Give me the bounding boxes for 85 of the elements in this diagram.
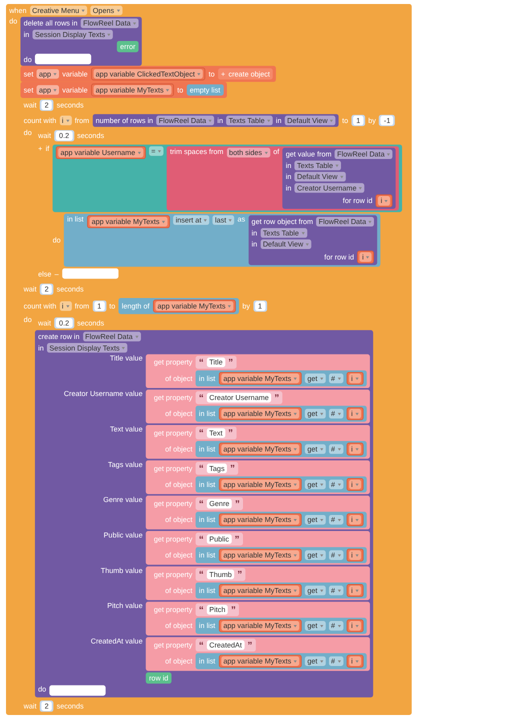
object-block	[146, 637, 370, 671]
quote-mark: “	[198, 358, 204, 366]
object-block	[146, 531, 370, 565]
callback-block	[116, 40, 139, 52]
object-block	[146, 460, 370, 494]
quote-mark: ”	[274, 394, 280, 402]
variable-block	[346, 478, 364, 491]
string-block	[196, 497, 244, 510]
variable-block	[90, 67, 206, 80]
variable-block	[357, 250, 374, 264]
quote-mark: ”	[228, 429, 233, 438]
list-block	[196, 653, 366, 670]
variable-block	[346, 372, 364, 385]
create-object-block	[218, 68, 274, 80]
quote-mark: “	[198, 464, 204, 472]
variable-block	[218, 584, 302, 597]
variable-block	[346, 407, 364, 420]
data-block	[282, 148, 396, 209]
list-block	[196, 476, 366, 492]
list-block	[196, 618, 366, 634]
object-block	[146, 424, 370, 459]
object-block	[146, 566, 370, 600]
list-block	[196, 441, 366, 458]
variable-block	[346, 442, 364, 456]
quote-mark: ”	[247, 641, 252, 650]
quote-mark: “	[198, 606, 204, 614]
variable-block	[346, 548, 364, 562]
list-block	[186, 84, 224, 96]
list-block	[196, 547, 366, 564]
list-block	[196, 582, 366, 598]
variable-block	[218, 619, 302, 632]
data-block	[248, 215, 378, 266]
data-block	[20, 16, 142, 66]
string-block	[196, 426, 236, 440]
variable-block	[86, 215, 170, 228]
text-block	[166, 146, 400, 210]
set-variable-block	[20, 82, 227, 98]
variable-block	[346, 654, 364, 668]
variable-block	[346, 584, 364, 597]
string-block	[196, 638, 256, 652]
variable-block	[152, 300, 236, 312]
string-block	[196, 603, 240, 616]
variable-block	[346, 513, 364, 526]
variable-block	[218, 407, 302, 420]
variable-block	[218, 478, 302, 491]
object-block	[146, 354, 370, 388]
quote-mark: “	[198, 535, 204, 544]
quote-mark: ”	[235, 500, 240, 508]
string-block	[196, 568, 246, 581]
list-block	[196, 370, 366, 386]
list-block	[196, 406, 366, 422]
quote-mark: “	[198, 500, 204, 508]
string-block	[196, 356, 236, 369]
data-block	[92, 114, 339, 127]
quote-mark: “	[198, 429, 204, 438]
object-block	[146, 496, 370, 530]
variable-block	[218, 442, 302, 456]
variable-block	[56, 146, 146, 160]
variable-block	[218, 513, 302, 526]
quote-mark: ”	[234, 535, 240, 544]
string-block	[196, 391, 282, 404]
variable-block	[218, 548, 302, 562]
callback-block	[146, 672, 172, 684]
variable-block	[346, 619, 364, 632]
quote-mark: ”	[237, 570, 242, 578]
set-variable-block	[20, 66, 276, 82]
variable-block	[376, 194, 393, 208]
quote-mark: “	[198, 394, 204, 402]
variable-block	[90, 84, 174, 96]
event-block	[6, 4, 412, 715]
list-block	[196, 512, 366, 528]
quote-mark: ”	[230, 606, 236, 614]
list-block	[118, 298, 240, 314]
list-block	[64, 214, 381, 267]
string-block	[196, 462, 238, 475]
object-block	[146, 602, 370, 636]
string-block	[196, 532, 243, 546]
quote-mark: “	[198, 570, 204, 578]
quote-mark: “	[198, 641, 204, 650]
object-block	[146, 390, 370, 424]
variable-block	[218, 654, 302, 668]
variable-block	[218, 372, 302, 385]
compare-block	[52, 144, 402, 212]
quote-mark: ”	[230, 464, 235, 472]
quote-mark: ”	[228, 358, 234, 366]
